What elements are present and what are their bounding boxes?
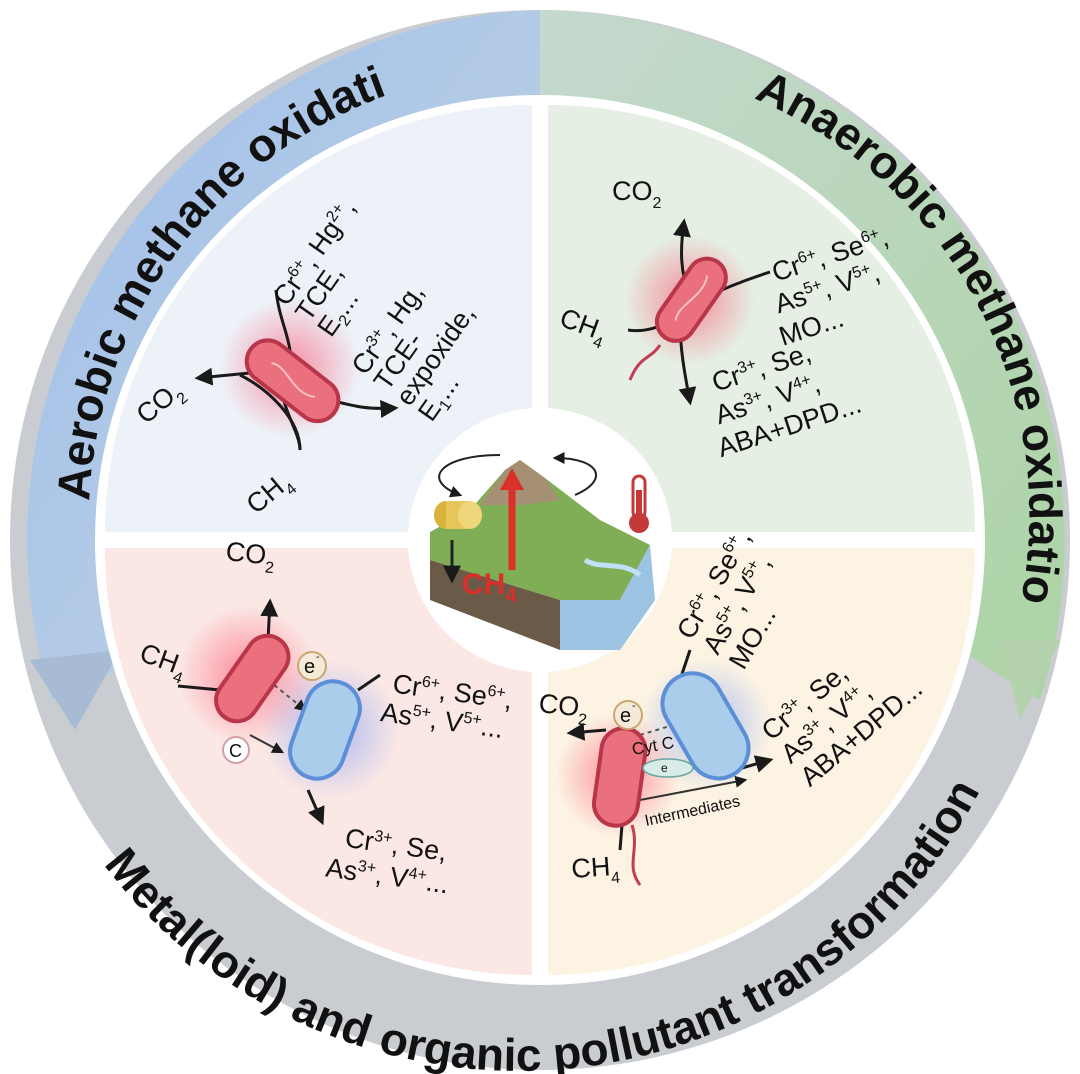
- barrel-icon: [434, 501, 482, 529]
- cycle-arrow-left: [438, 454, 501, 498]
- bl-outputs: Cr3+, Se, As3+, V4+...: [324, 823, 451, 900]
- ring-green-segment: [540, 10, 1065, 700]
- thermometer-icon: [629, 474, 649, 533]
- svg-text:-: -: [316, 651, 320, 663]
- ring-green-arrowhead: [1000, 640, 1060, 720]
- electron-icon: e -: [297, 651, 327, 681]
- ring-blue-arrowhead: [30, 650, 120, 730]
- svg-text:-: -: [632, 700, 636, 712]
- bl-co2: CO2: [224, 536, 277, 577]
- ring-blue-segment: [27, 10, 541, 700]
- bl-carbon: C: [229, 741, 242, 761]
- center-ch4: CH4: [462, 568, 517, 607]
- cycle-arrow-right: [552, 452, 597, 496]
- methanotroph-cell-icon: [214, 633, 291, 724]
- svg-text:As5+, V5+...: As5+, V5+...: [379, 697, 506, 744]
- tr-co2: CO2: [612, 176, 662, 212]
- br-ch4: CH4: [570, 851, 620, 890]
- electron-icon: e -: [613, 700, 643, 730]
- br-small-electron: e: [661, 761, 668, 775]
- svg-text:As3+, V4+...: As3+, V4+...: [324, 852, 451, 899]
- br-co2: CO2: [537, 688, 590, 729]
- quadrant-tr-bg: [548, 105, 975, 532]
- center-scene: CH4: [408, 408, 672, 672]
- methanotroph-cell-icon: [654, 256, 728, 343]
- quadrant-anaerobic: CO2 CH4 Cr6+, Se6+, As5+, V5+, MO... Cr3…: [556, 176, 892, 463]
- methanotroph-cell-icon: [244, 338, 341, 424]
- landscape-icon: [430, 460, 655, 650]
- svg-text:e: e: [304, 656, 315, 678]
- partner-cell-icon: [660, 671, 751, 781]
- svg-text:Cr6+, Se6+,: Cr6+, Se6+,: [391, 668, 515, 714]
- carbon-icon: [222, 736, 250, 764]
- svg-text:Cr3+, Se,: Cr3+, Se,: [343, 823, 448, 867]
- svg-text:e: e: [620, 705, 631, 727]
- bl-inputs: Cr6+, Se6+, As5+, V5+...: [379, 668, 515, 744]
- quadrant-bl: e - C CO2 CH4 Cr6+, Se6+, As5+, V5+... C…: [136, 536, 515, 900]
- cyt-c-electron-carrier: [642, 758, 694, 778]
- partner-cell-icon: [288, 679, 362, 781]
